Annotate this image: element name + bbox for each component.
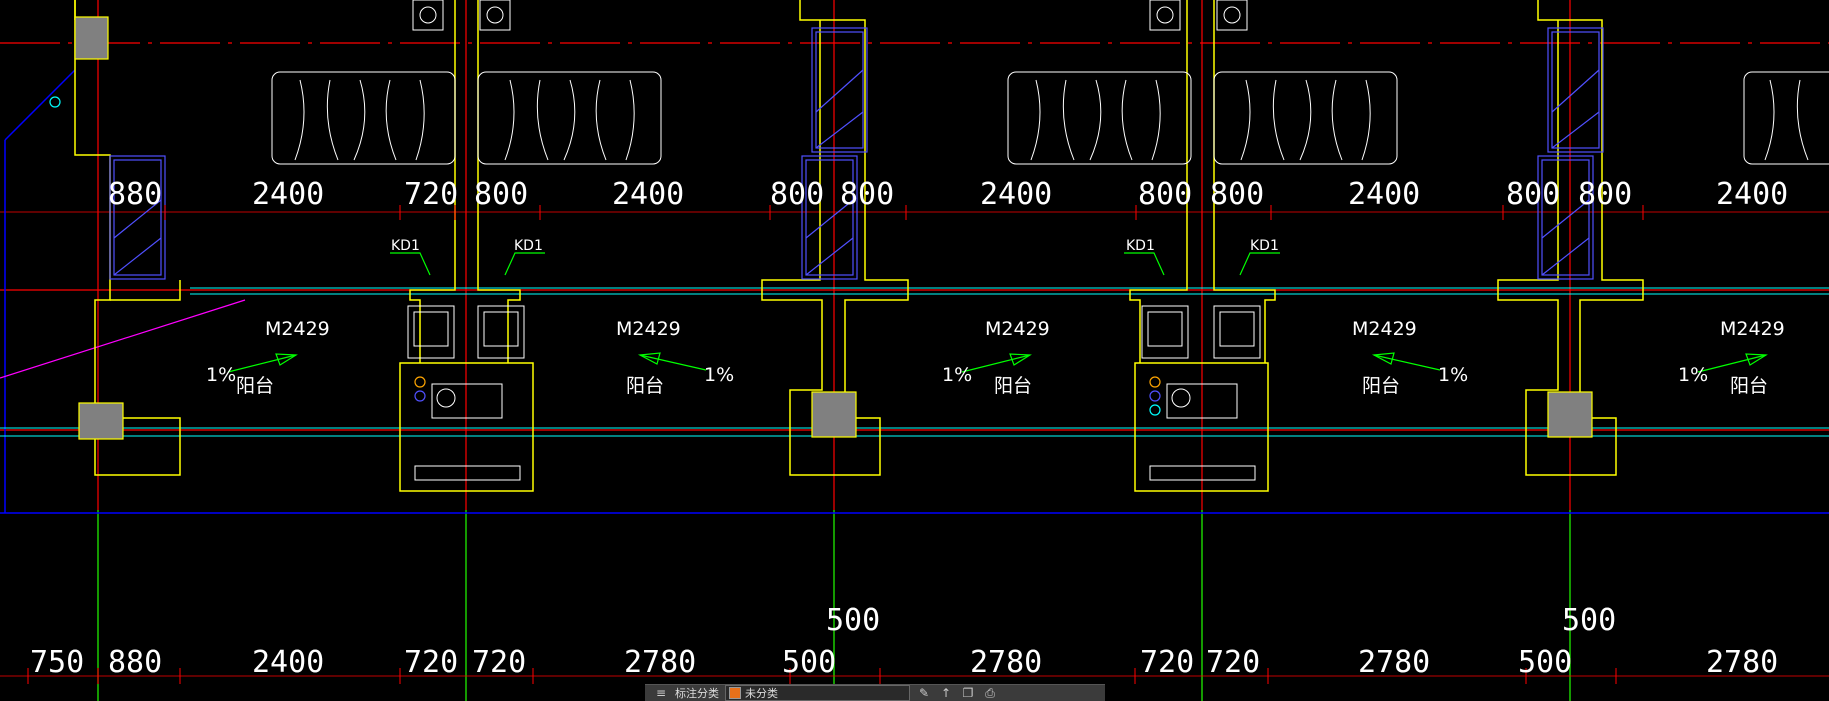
dim-text: 2400 [980, 177, 1052, 212]
equipment-label: KD1 [514, 238, 543, 254]
equipment-label: KD1 [391, 238, 420, 254]
slope-label: 1% [704, 364, 734, 386]
dim-text: 500 [826, 603, 880, 638]
door-labels: M2429 M2429 M2429 M2429 M2429 [265, 318, 1785, 340]
slope-label: 1% [1678, 364, 1708, 386]
up-arrow-icon[interactable]: ↑ [940, 686, 952, 700]
door-label: M2429 [1720, 318, 1785, 340]
dim-text: 880 [108, 645, 162, 680]
dim-text: 500 [1562, 603, 1616, 638]
door-label: M2429 [1352, 318, 1417, 340]
dim-text: 800 [770, 177, 824, 212]
dim-text: 2780 [1358, 645, 1430, 680]
dim-text: 720 [472, 645, 526, 680]
dim-text: 800 [474, 177, 528, 212]
door-label: M2429 [985, 318, 1050, 340]
dim-text: 2400 [1716, 177, 1788, 212]
balcony-label: 阳台 [236, 375, 274, 397]
furniture [271, 71, 1829, 165]
layers-icon[interactable]: ≡ [655, 686, 667, 700]
dim-text: 2400 [612, 177, 684, 212]
balcony-label: 阳台 [994, 375, 1032, 397]
dim-text: 2780 [624, 645, 696, 680]
dim-text: 720 [1140, 645, 1194, 680]
slope-label: 1% [942, 364, 972, 386]
equipment-label: KD1 [1126, 238, 1155, 254]
dim-text: 2400 [252, 645, 324, 680]
balcony-labels: 阳台 阳台 阳台 阳台 阳台 [236, 375, 1768, 397]
dim-text: 720 [1206, 645, 1260, 680]
slope-arrows [227, 252, 1768, 373]
slope-label: 1% [1438, 364, 1468, 386]
mid-dimensions: 500 500 [826, 603, 1616, 638]
dim-text: 800 [1138, 177, 1192, 212]
dim-text: 880 [108, 177, 162, 212]
door-label: M2429 [265, 318, 330, 340]
dim-text: 750 [30, 645, 84, 680]
columns [74, 16, 1593, 440]
lower-dimensions: 750 880 2400 720 720 2780 500 2780 720 7… [30, 645, 1778, 680]
upper-dimension-line [97, 205, 1644, 220]
copy-icon[interactable]: ❐ [962, 686, 974, 700]
balcony-label: 阳台 [626, 375, 664, 397]
dim-text: 800 [840, 177, 894, 212]
slope-labels: 1% 1% 1% 1% 1% [206, 364, 1708, 386]
layer-name: 未分类 [745, 687, 778, 700]
slab-boundary [0, 69, 1829, 514]
pipe-markers [49, 96, 1161, 416]
dim-text: 2780 [1706, 645, 1778, 680]
balcony-rails [0, 287, 1829, 437]
layer-color-swatch [729, 687, 741, 699]
dim-text: 720 [404, 645, 458, 680]
balcony-label: 阳台 [1362, 375, 1400, 397]
dim-text: 720 [404, 177, 458, 212]
dim-text: 2780 [970, 645, 1042, 680]
lower-dimension-line [27, 668, 1617, 684]
print-icon[interactable]: ⎙ [985, 686, 995, 700]
door-label: M2429 [616, 318, 681, 340]
dim-text: 800 [1578, 177, 1632, 212]
dim-text: 800 [1506, 177, 1560, 212]
layer-selector[interactable]: 未分类 [725, 685, 910, 701]
balcony-label: 阳台 [1730, 375, 1768, 397]
windows [109, 27, 1604, 280]
slope-label: 1% [206, 364, 236, 386]
equipment-units [407, 0, 1261, 481]
section-line [0, 299, 246, 379]
equipment-label: KD1 [1250, 238, 1279, 254]
equipment-labels: KD1 KD1 KD1 KD1 [391, 238, 1279, 254]
dim-text: 500 [1518, 645, 1572, 680]
dim-text: 500 [782, 645, 836, 680]
label-category-text: 标注分类 [675, 687, 719, 700]
dim-text: 2400 [252, 177, 324, 212]
edit-icon[interactable]: ✎ [918, 686, 930, 700]
dim-text: 800 [1210, 177, 1264, 212]
bottom-toolbar: ≡ 标注分类 未分类 ✎ ↑ ❐ ⎙ [645, 684, 1105, 701]
upper-dimensions: 880 2400 720 800 2400 800 800 2400 800 8… [108, 177, 1788, 212]
dim-text: 2400 [1348, 177, 1420, 212]
